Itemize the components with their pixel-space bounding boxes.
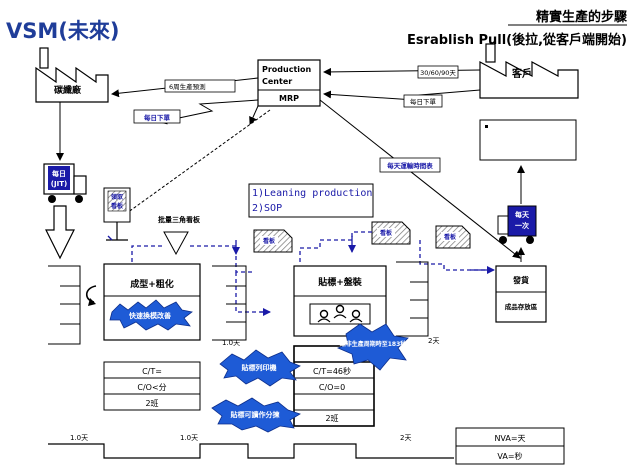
kaizen-label-sorting-label: 貼標可讀作分揀 [230,410,281,419]
subtitle-steps: 精實生產的步驟 [536,9,628,25]
shipping-schedule-tag [379,157,441,173]
timeline-segment-2: 1.0天 [180,434,198,442]
kaizen-burst-label-printing [219,349,301,387]
supplier-factory-icon [35,47,109,103]
customer-factory-icon [479,43,579,99]
data-box-2-row-1: C/T=46秒 [313,366,351,376]
timeline-va: VA=秒 [497,451,522,461]
daily-order-to-supplier-tag [133,109,181,124]
inventory-a-label: 1.0天 [222,339,240,347]
forecast-to-supplier-tag [164,79,236,93]
timeline-ladder [48,443,454,459]
customer-forecast-label: 30/60/90天 [420,69,456,77]
inventory-b-label: 2天 [428,337,439,345]
pull-arrow-tip-icon [88,298,96,306]
kanban-post-icon [103,187,131,241]
kanban-card-1 [253,229,293,253]
improvements-line2: 2)SOP [252,203,282,214]
kanban-post-line2: 看板 [111,202,124,210]
customer-order-label: 每日下單 [410,97,437,106]
data-box-1 [103,361,201,411]
shipping-schedule-arrow [319,99,521,259]
customer-data-box-mark [485,125,488,128]
kanban-card-2-label: 看板 [380,229,393,237]
subtitle-pull: Esrablish Pull(後拉,從客戶端開始) [407,32,627,48]
customer-truck-icon [497,205,537,244]
supplier-truck-line2: (JIT) [51,180,67,188]
kanban-card-1-label: 看板 [263,237,276,245]
timeline-nva: NVA=天 [494,434,525,443]
batch-kanban-label: 批量三角看板 [158,215,201,224]
supermarket-2-icon [212,265,247,341]
kanban-card-3-label: 看板 [444,233,457,241]
kaizen-burst-quick-changeover [109,299,193,331]
supplier-truck-icon [43,163,87,203]
kaizen-burst-label-sorting [211,397,301,433]
daily-order-to-supplier-label: 每日下單 [144,113,171,122]
data-box-2-row-3: 2班 [325,413,338,423]
daily-order-to-supplier-arrow [159,99,259,125]
supplier-truck-line1: 每日 [52,169,66,178]
shipping-box [495,265,547,323]
batch-kanban-triangle-icon [163,231,189,256]
production-to-kanban-arrow [119,109,271,219]
customer-forecast-tag [417,65,459,79]
customer-order-tag [403,94,443,108]
timeline-segment-3: 2天 [400,434,411,442]
shipping-name: 發貨 [512,275,529,285]
kanban-signal-lines [131,231,494,313]
customer-truck-line1: 每天 [515,210,530,219]
timeline-summary-box [455,427,565,465]
kaizen-quick-changeover-label: 快速換模改善 [129,311,171,320]
process-1-box [103,263,201,341]
shipping-note: 成品存放區 [505,302,538,311]
customer-data-box [479,119,577,161]
customer-order-arrow [323,89,481,102]
kanban-card-3 [435,225,471,249]
process-2-name: 貼標+盤裝 [317,276,363,288]
customer-label: 客戶 [511,67,532,80]
production-down-arrow [249,105,259,125]
forecast-to-supplier-label: 6周生產預測 [169,82,206,91]
customer-truck-line2: 一次 [515,221,529,230]
supermarket-1-icon [48,265,81,345]
shipping-schedule-label: 每天運輸時間表 [387,161,433,170]
shipment-down-arrow [45,205,75,260]
operator-icon [317,304,363,323]
production-control-line1: Production [262,65,312,74]
page-title: VSM(未來) [6,19,119,43]
process-1-name: 成型+粗化 [130,278,174,290]
timeline-segment-1: 1.0天 [70,434,88,442]
data-box-1-row-3: 2班 [145,398,158,408]
production-control-box [257,59,321,107]
data-box-2-row-2: C/O=0 [319,383,345,392]
kaizen-cycle-time-label: 縮非生產周期時至183秒 [340,340,407,348]
improvements-box [248,183,374,218]
process-2-box [293,265,387,337]
production-control-line2: Center [262,77,292,86]
data-box-1-row-2: C/O<分 [137,383,166,392]
kanban-signal-tip [107,235,113,241]
kaizen-label-printing-label: 貼標列印機 [241,363,277,372]
data-box-1-row-1: C/T= [142,367,162,376]
kaizen-burst-cycle-time [336,323,409,371]
supplier-label: 碳纖廠 [54,84,82,96]
supermarket-3-icon [396,261,429,337]
kanban-post-line1: 領取 [110,193,124,201]
kanban-card-2 [371,221,411,245]
production-control-system: MRP [279,94,299,103]
improvements-line1: 1)Leaning production [252,188,372,199]
